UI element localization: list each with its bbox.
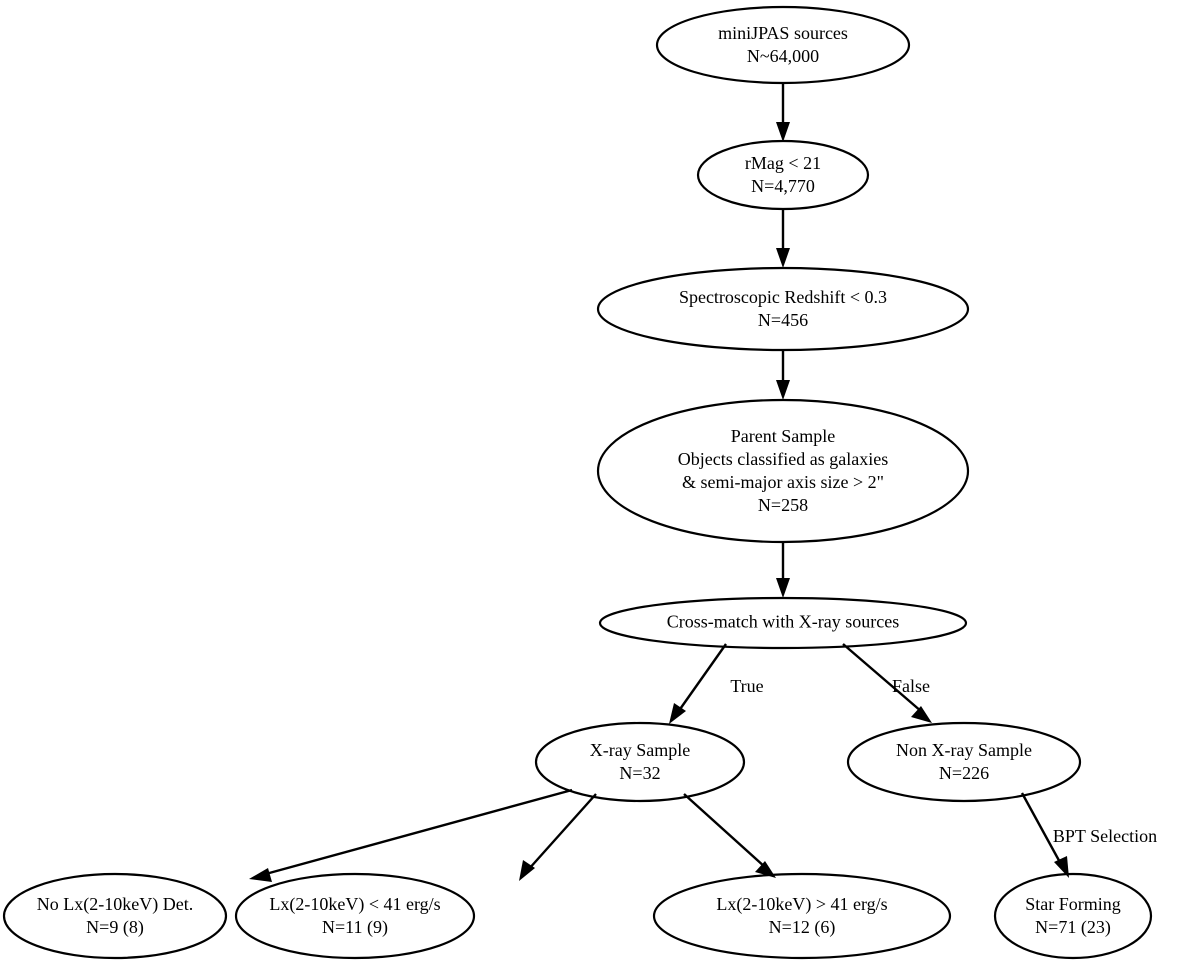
edge-crossmatch-to-xray (669, 643, 727, 724)
edge-xray-to-lxless (519, 793, 597, 881)
edge-redshift-to-parent (776, 350, 790, 400)
node-shape-xray-sample (534, 721, 746, 803)
node-shape-minijpas-sources (655, 5, 911, 85)
edge-xray-to-nolx (249, 788, 573, 882)
node-shape-cross-match (598, 596, 968, 650)
node-shape-lx-greater-41 (652, 872, 952, 960)
node-shape-parent-sample (596, 398, 970, 544)
node-shape-spectroscopic-redshift (596, 266, 970, 352)
edge-crossmatch-to-nonxray (842, 643, 932, 723)
node-shape-star-forming (993, 872, 1153, 960)
node-shape-rmag-cut (696, 139, 870, 211)
edge-parent-to-crossmatch (776, 542, 790, 598)
node-shape-lx-less-41 (234, 872, 476, 960)
edge-nonxray-to-starforming (1020, 792, 1069, 878)
edge-sources-to-rmag (776, 83, 790, 142)
node-shape-non-xray-sample (846, 721, 1082, 803)
node-shape-no-lx-detection (2, 872, 228, 960)
edge-rmag-to-redshift (776, 209, 790, 268)
edge-xray-to-lxgreater (683, 793, 776, 878)
